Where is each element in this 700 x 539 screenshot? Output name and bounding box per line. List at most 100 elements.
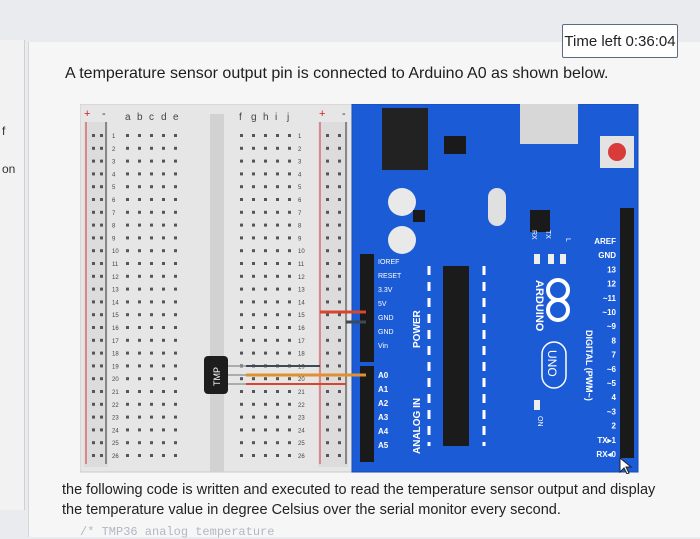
breadboard-hole xyxy=(240,210,243,214)
breadboard-hole xyxy=(174,223,177,227)
breadboard-hole xyxy=(138,428,141,432)
breadboard-hole xyxy=(276,402,279,406)
analog-pin-label: A2 xyxy=(378,399,389,408)
breadboard-hole xyxy=(162,390,165,393)
breadboard-hole xyxy=(252,223,255,227)
analog-header xyxy=(360,366,374,462)
breadboard-hole xyxy=(138,402,141,406)
breadboard-hole xyxy=(174,287,177,291)
column-label: e xyxy=(173,112,179,123)
breadboard-hole xyxy=(276,377,279,381)
rail-hole xyxy=(326,300,329,304)
breadboard-hole xyxy=(138,236,141,240)
row-number: 5 xyxy=(298,185,302,191)
breadboard-hole xyxy=(126,159,129,163)
breadboard-left-rail xyxy=(84,122,108,467)
breadboard-hole xyxy=(174,210,177,214)
row-number: 7 xyxy=(298,211,302,217)
breadboard-right-rail xyxy=(318,122,348,467)
row-number: 16 xyxy=(112,326,119,332)
breadboard-hole xyxy=(240,185,243,189)
breadboard-hole xyxy=(138,210,141,214)
breadboard-hole xyxy=(174,338,177,342)
rail-hole xyxy=(92,249,95,253)
row-number: 3 xyxy=(112,160,116,166)
rail-hole xyxy=(100,198,103,201)
breadboard-hole xyxy=(138,146,141,150)
breadboard-hole xyxy=(276,210,279,214)
power-pin-label: 3.3V xyxy=(378,287,393,294)
row-number: 1 xyxy=(112,134,116,140)
breadboard-hole xyxy=(162,287,165,291)
breadboard-hole xyxy=(162,262,165,265)
breadboard-hole xyxy=(150,223,153,227)
rail-hole xyxy=(100,415,103,419)
breadboard-hole xyxy=(138,415,141,419)
breadboard-hole xyxy=(288,185,291,189)
breadboard-hole xyxy=(240,454,243,457)
rail-hole xyxy=(100,402,103,406)
breadboard-hole xyxy=(150,198,153,201)
breadboard-hole xyxy=(138,326,141,329)
left-fragment-text-1: f xyxy=(2,124,6,138)
rail-hole xyxy=(92,415,95,419)
rail-minus-label-right: - xyxy=(342,108,346,120)
breadboard-hole xyxy=(276,236,279,240)
breadboard-hole xyxy=(288,441,291,445)
row-number: 11 xyxy=(298,262,305,268)
rail-hole xyxy=(338,274,341,278)
breadboard-hole xyxy=(174,249,177,253)
row-number: 13 xyxy=(112,288,119,294)
rail-hole xyxy=(92,454,95,457)
breadboard-hole xyxy=(252,249,255,253)
digital-pin-label: ~11 xyxy=(603,294,617,303)
breadboard-hole xyxy=(264,441,267,445)
analog-pin-label: A4 xyxy=(378,427,389,436)
breadboard-hole xyxy=(174,185,177,189)
breadboard-hole xyxy=(126,364,129,368)
row-number: 13 xyxy=(298,288,305,294)
breadboard-hole xyxy=(240,262,243,265)
rail-hole xyxy=(338,364,341,368)
breadboard-hole xyxy=(252,390,255,393)
breadboard-hole xyxy=(162,351,165,355)
on-label: ON xyxy=(536,416,543,427)
breadboard-hole xyxy=(264,313,267,317)
breadboard-hole xyxy=(240,402,243,406)
power-pin-label: Vin xyxy=(378,343,388,350)
breadboard-hole xyxy=(126,287,129,291)
breadboard-hole xyxy=(126,134,129,137)
breadboard-hole xyxy=(252,454,255,457)
column-label: b xyxy=(137,112,143,123)
rail-hole xyxy=(100,338,103,342)
row-number: 25 xyxy=(298,441,305,447)
breadboard-hole xyxy=(138,159,141,163)
power-pin-label: GND xyxy=(378,315,394,322)
breadboard-hole xyxy=(264,454,267,457)
breadboard-hole xyxy=(288,300,291,304)
digital-header xyxy=(620,208,634,458)
column-label: h xyxy=(263,112,269,123)
breadboard-hole xyxy=(276,223,279,227)
breadboard-hole xyxy=(240,326,243,329)
breadboard-hole xyxy=(240,441,243,445)
row-number: 10 xyxy=(112,249,119,255)
rail-hole xyxy=(92,262,95,265)
breadboard-hole xyxy=(240,274,243,278)
row-number: 1 xyxy=(298,134,302,140)
breadboard-hole xyxy=(126,313,129,317)
row-number: 4 xyxy=(298,172,302,178)
rail-hole xyxy=(326,428,329,432)
breadboard-hole xyxy=(288,313,291,317)
row-number: 15 xyxy=(112,313,119,319)
breadboard-hole xyxy=(276,185,279,189)
breadboard-hole xyxy=(138,300,141,304)
digital-pin-label: 8 xyxy=(612,336,617,345)
rail-hole xyxy=(92,313,95,317)
breadboard-hole xyxy=(126,351,129,355)
crystal xyxy=(488,188,506,226)
rail-hole xyxy=(92,146,95,150)
rail-hole xyxy=(100,287,103,291)
rail-hole xyxy=(100,300,103,304)
breadboard-hole xyxy=(174,236,177,240)
